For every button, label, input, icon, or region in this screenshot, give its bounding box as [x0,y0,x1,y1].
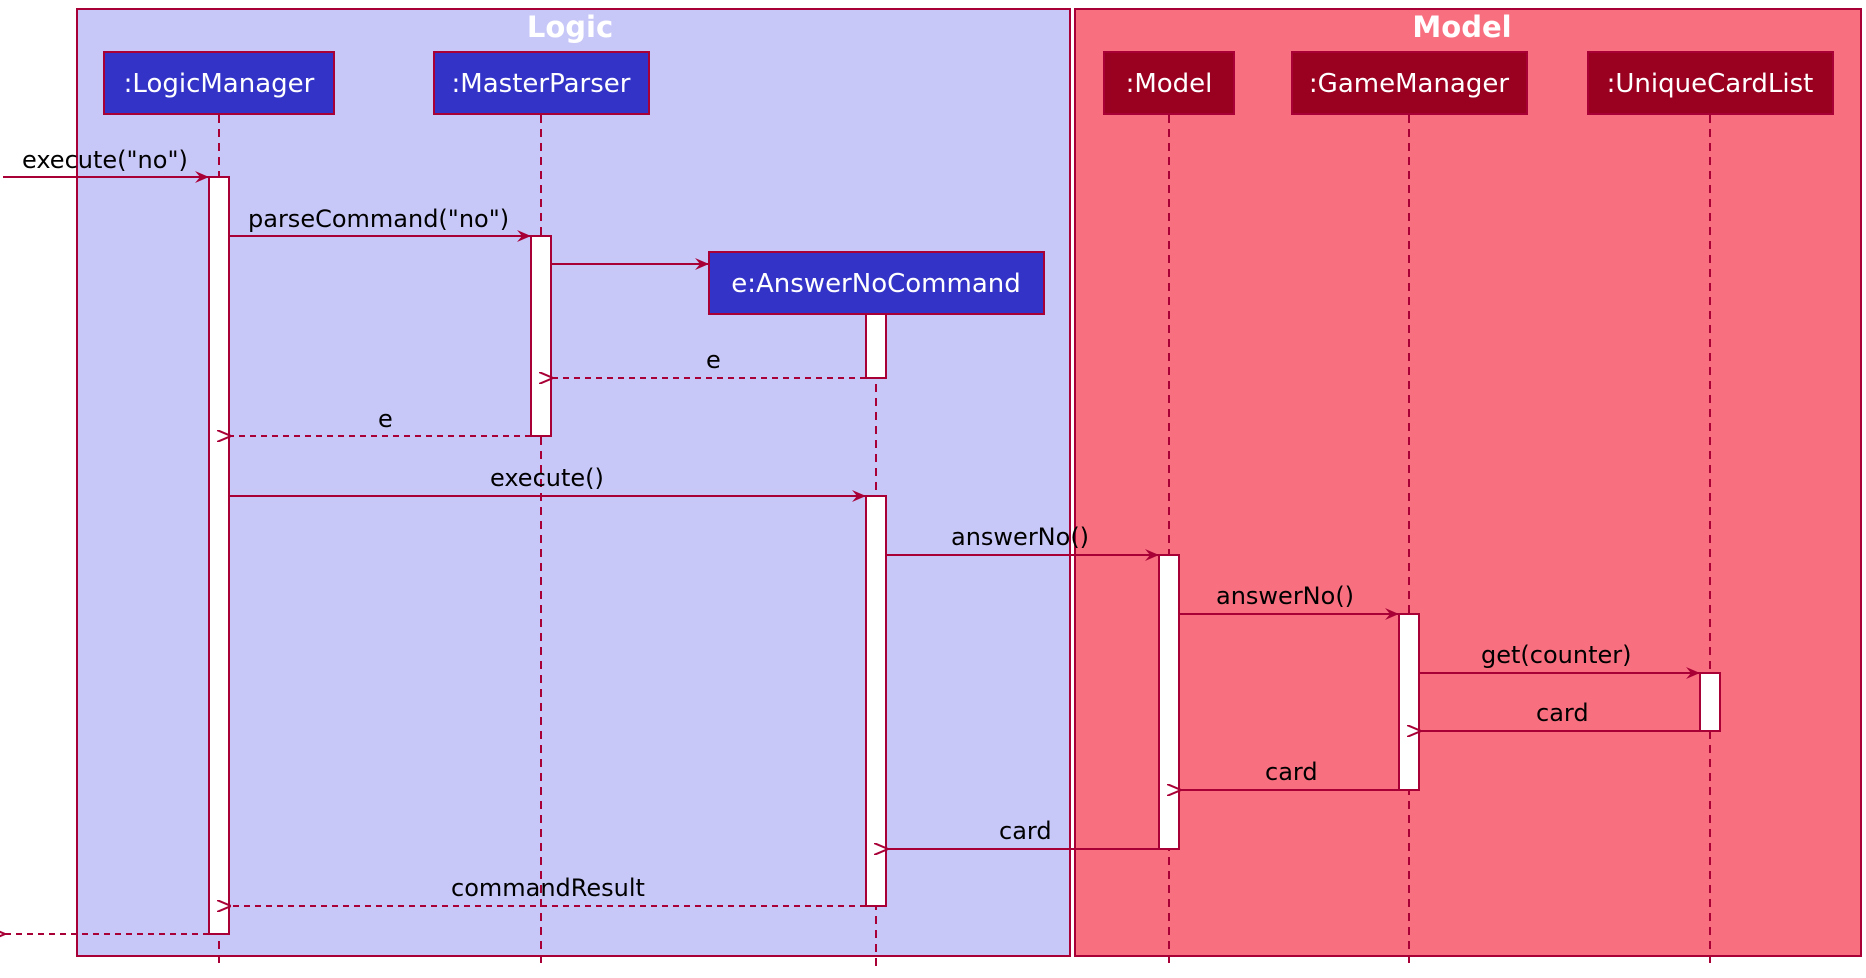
message-label-command-result: commandResult [451,874,645,902]
message-label-card-from-list: card [1536,699,1589,727]
message-label-execute-no: execute("no") [22,146,188,174]
message-label-return-e-parser: e [706,346,721,374]
participant-answer-no-command: e:AnswerNoCommand [708,251,1045,315]
unique-card-list-activation [1699,672,1721,732]
message-label-card-from-model: card [999,817,1052,845]
message-label-card-from-game-manager: card [1265,758,1318,786]
participant-game-manager: :GameManager [1291,51,1528,115]
message-label-return-e-logic: e [378,405,393,433]
master-parser-activation [530,235,552,437]
participant-master-parser-label: :MasterParser [452,69,631,99]
participant-model-label: :Model [1126,69,1213,99]
logic-group: Logic [76,8,1071,957]
message-label-get-counter: get(counter) [1481,641,1631,669]
participant-master-parser: :MasterParser [433,51,650,115]
logic-group-title: Logic [527,10,613,44]
participant-answer-no-command-label: e:AnswerNoCommand [731,269,1021,299]
answer-no-command-creation-activation [865,313,887,379]
model-group-title: Model [1412,10,1511,44]
answer-no-command-activation [865,495,887,907]
message-label-answer-no-game-manager: answerNo() [1216,582,1354,610]
participant-model: :Model [1103,51,1235,115]
message-label-execute: execute() [490,464,604,492]
model-activation [1158,554,1180,850]
participant-logic-manager: :LogicManager [103,51,335,115]
participant-logic-manager-label: :LogicManager [124,69,315,99]
participant-unique-card-list-label: :UniqueCardList [1607,69,1814,99]
logic-manager-activation [208,176,230,935]
message-label-parse-command: parseCommand("no") [248,205,509,233]
participant-unique-card-list: :UniqueCardList [1587,51,1834,115]
message-label-answer-no-model: answerNo() [951,523,1089,551]
game-manager-activation [1398,613,1420,791]
participant-game-manager-label: :GameManager [1309,69,1509,99]
model-group: Model [1074,8,1862,957]
